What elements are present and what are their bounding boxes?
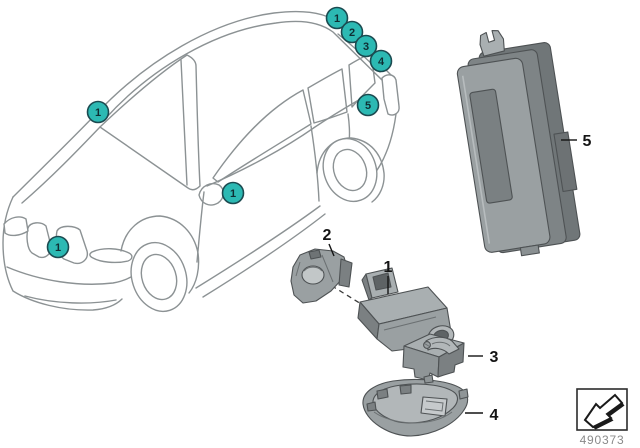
car-callouts: 1 2 3 4 5 1 1 1 [46,6,393,259]
front-wheel-tire [130,241,188,313]
svg-text:3: 3 [363,41,369,53]
part-labels: 2 1 3 4 5 [323,133,592,424]
front-wheel-rim [140,253,178,301]
camera-lower-cover-part [362,374,469,437]
headlight-left [3,216,29,237]
leader-line-2 [328,243,335,257]
car-roof-rail [104,20,384,120]
part-label-bracket: 2 [323,227,332,244]
parking-control-module-part [456,30,581,257]
beltline [206,100,358,187]
rear-door-window [307,68,348,124]
hood-seam [21,126,101,204]
svg-text:4: 4 [378,56,385,68]
callout-windshield-1[interactable]: 1 [86,100,110,124]
car-illustration [2,10,400,313]
quarter-window [348,52,376,108]
rocker-bottom [202,213,326,298]
callout-front-door-1[interactable]: 1 [221,181,245,205]
car-roofline [12,10,392,198]
b-pillar-seam [310,125,320,202]
bumper-crease [6,266,140,285]
footer: 490373 [576,388,628,447]
rocker-top [195,205,321,289]
windshield [99,54,201,191]
svg-text:1: 1 [230,188,236,200]
front-bumper-outline [2,196,123,311]
front-wheel-arch [120,215,200,294]
svg-text:1: 1 [95,107,101,119]
callout-roof-3[interactable]: 3 [354,34,378,58]
screw-icon [423,341,431,349]
module-connector-tab [553,131,578,193]
rear-wheel-arch [316,137,385,203]
part-label-camera: 1 [384,259,393,276]
svg-text:1: 1 [55,242,61,254]
part-label-lower-cover: 4 [490,407,499,424]
rear-wheel-tire [322,137,378,203]
camera-upper-cover-part [402,333,465,381]
rear-wheel-rim [332,148,368,192]
direction-arrow-icon [583,393,625,430]
svg-text:1: 1 [334,13,340,25]
camera-bracket-part [290,248,353,304]
front-door-seam [196,191,205,263]
doc-number: 490373 [580,433,625,447]
module-mounting-clip [479,30,505,57]
part-label-control-unit: 5 [583,133,592,150]
callout-roof-2[interactable]: 2 [340,20,364,44]
headlight-right [89,248,133,264]
front-door-window [212,89,312,183]
callout-front-grille-1[interactable]: 1 [46,235,70,259]
svg-text:2: 2 [349,27,355,39]
part-label-upper-cover: 3 [490,349,499,366]
callout-roof-4[interactable]: 4 [369,49,393,73]
kidney-grille-left [26,222,52,259]
callout-rear-quarter-5[interactable]: 5 [356,93,380,117]
svg-text:5: 5 [365,100,371,112]
callout-roof-1[interactable]: 1 [325,6,349,30]
windshield-far-pillar [180,59,188,186]
bumper-intake [24,295,117,304]
taillight [381,74,400,116]
